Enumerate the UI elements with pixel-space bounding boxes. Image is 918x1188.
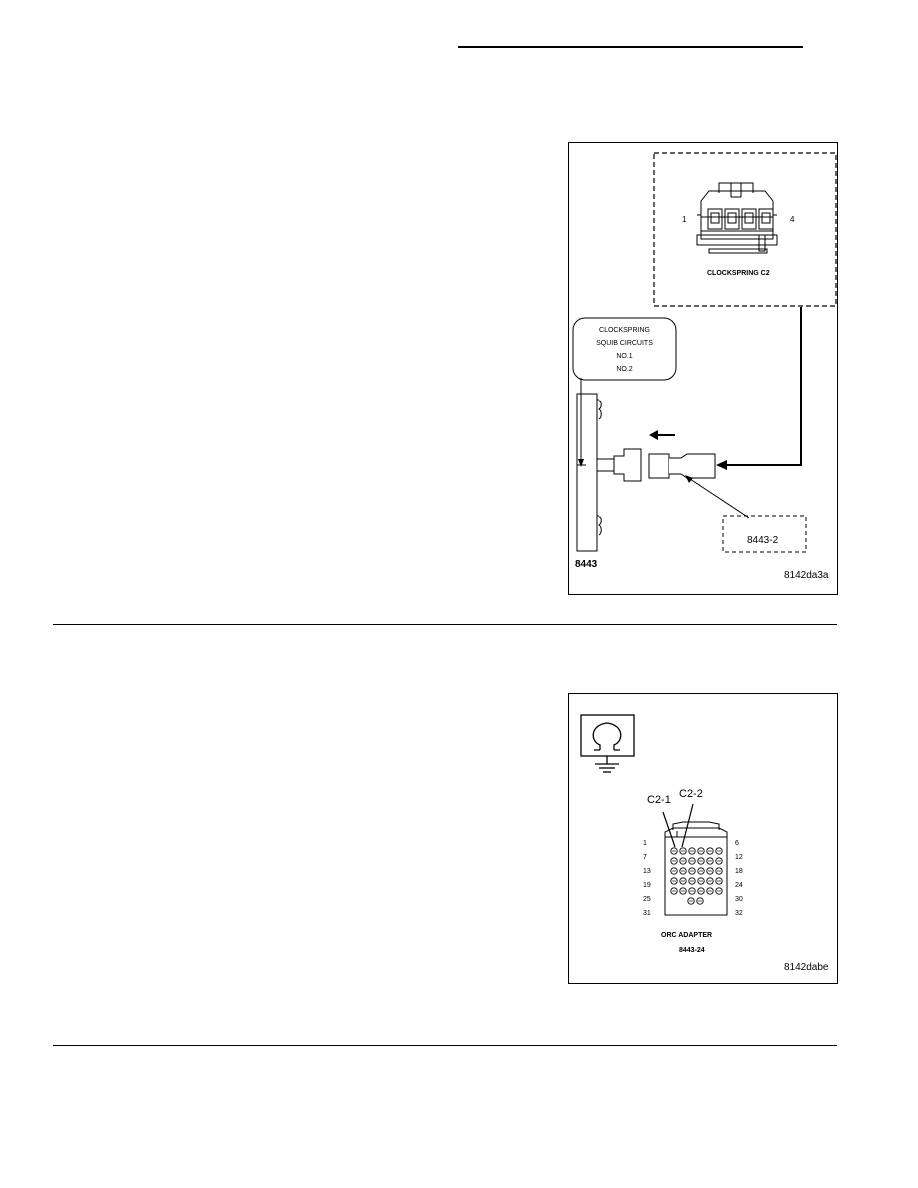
- pin-callout-c2-2: C2-2: [679, 788, 703, 800]
- wire-path: [719, 307, 802, 466]
- orc-adapter-figure: C2-1 C2-2 1 7 13 19 25 31 6 12 18 24 30 …: [568, 693, 838, 984]
- leader-arrow-icon: [685, 475, 693, 483]
- pin-number: 1: [643, 840, 647, 847]
- orc-adapter-drawing: [580, 714, 728, 916]
- clockspring-test-figure: 1 4 CLOCKSPRING C2 CLOCKSPRING SQUIB CIR…: [568, 142, 838, 595]
- header-rule: [458, 46, 803, 48]
- left-pin-numbers: 1 7 13 19 25 31: [643, 837, 659, 921]
- pin-4-label: 4: [790, 215, 795, 224]
- connector-label: CLOCKSPRING C2: [707, 270, 770, 277]
- clockspring-c2-connector-icon: [696, 182, 778, 254]
- pin-callout-c2-1: C2-1: [647, 794, 671, 806]
- section-divider: [53, 1045, 837, 1046]
- clip-icon: [597, 515, 602, 536]
- pin-number: 24: [735, 882, 743, 889]
- callout-line: CLOCKSPRING: [599, 327, 650, 334]
- callout-line: NO.1: [616, 353, 633, 360]
- pin-number: 12: [735, 854, 743, 861]
- pin-number: 19: [643, 882, 651, 889]
- clip-icon: [597, 399, 602, 420]
- pin-number: 30: [735, 896, 743, 903]
- tool-8443-label: 8443: [575, 559, 598, 570]
- pin-1-label: 1: [682, 215, 687, 224]
- direction-arrow-icon: [649, 430, 658, 440]
- section-divider: [53, 624, 837, 625]
- pin-number: 32: [735, 910, 743, 917]
- adapter-plug-left: [613, 448, 642, 482]
- figure-id: 8142dabe: [784, 962, 829, 973]
- connector-detail-box: [653, 152, 837, 307]
- orc-adapter-connector-icon: [664, 821, 728, 916]
- pin-grid: [670, 847, 723, 905]
- pin-number: 6: [735, 840, 739, 847]
- pin-number: 18: [735, 868, 743, 875]
- callout-line: NO.2: [616, 366, 633, 373]
- pin-number: 7: [643, 854, 647, 861]
- callout-box: [572, 317, 677, 381]
- wire-arrow-icon: [716, 460, 727, 470]
- clockspring-diagram-drawing: [572, 152, 837, 553]
- pin-number: 31: [643, 910, 651, 917]
- adapter-plug-right: [648, 453, 670, 479]
- orc-adapter-label: ORC ADAPTER: [661, 932, 713, 939]
- callout-line: SQUIB CIRCUITS: [596, 340, 653, 347]
- tool-8443-body: [576, 393, 598, 552]
- ohmmeter-icon: [580, 714, 635, 773]
- callout-arrow-icon: [578, 459, 584, 467]
- tool-8443-2-body: [669, 453, 716, 479]
- pin-number: 25: [643, 896, 651, 903]
- tool-8443-2-box: [722, 515, 807, 553]
- callout-text: CLOCKSPRING SQUIB CIRCUITS NO.1 NO.2: [573, 324, 676, 376]
- tool-8443-2-label: 8443-2: [747, 535, 779, 546]
- pin-number: 13: [643, 868, 651, 875]
- orc-adapter-tool-label: 8443-24: [679, 947, 705, 954]
- right-pin-numbers: 6 12 18 24 30 32: [735, 837, 751, 921]
- figure-id: 8142da3a: [784, 570, 829, 581]
